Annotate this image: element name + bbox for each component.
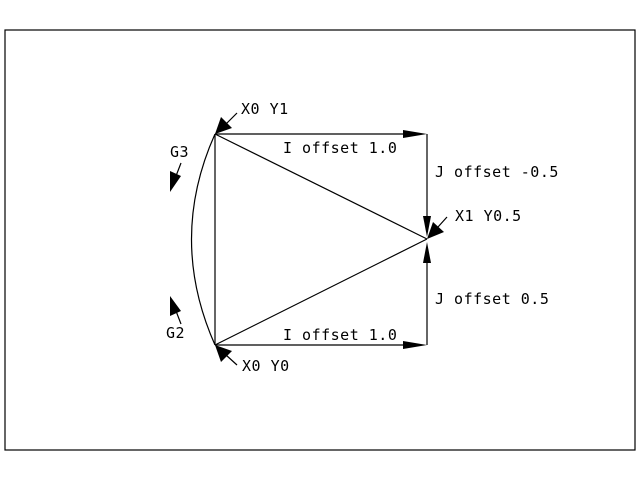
end-point-arrowhead [215, 345, 232, 362]
start-point-leader [225, 112, 238, 125]
g3-direction-arrowhead [170, 171, 181, 192]
i-offset-bottom-arrowhead [403, 341, 427, 349]
arc-curve [191, 133, 216, 346]
center-point-leader [437, 216, 448, 228]
g2-direction-line [175, 310, 182, 325]
diagram-frame [4, 29, 636, 451]
j-offset-top-arrowhead [423, 216, 431, 237]
bottom-radius-line [214, 238, 428, 346]
g3-label: G3 [170, 143, 189, 161]
end-point-leader [225, 354, 238, 366]
j-offset-top-label: J offset -0.5 [435, 163, 559, 181]
i-offset-top-arrowhead [403, 130, 427, 138]
center-point-label: X1 Y0.5 [455, 207, 522, 225]
g2-direction-arrowhead [170, 296, 181, 316]
start-point-label: X0 Y1 [241, 100, 289, 118]
j-offset-bottom-label: J offset 0.5 [435, 290, 549, 308]
g2-label: G2 [166, 324, 185, 342]
i-offset-bottom-label: I offset 1.0 [283, 326, 397, 344]
j-offset-bottom-arrowhead [423, 242, 431, 263]
top-radius-line [214, 133, 428, 240]
end-point-bottom-label: X0 Y0 [242, 357, 290, 375]
start-point-arrowhead [215, 117, 232, 134]
center-point-arrowhead [427, 222, 444, 239]
i-offset-top-label: I offset 1.0 [283, 139, 397, 157]
g3-direction-line [175, 162, 182, 177]
